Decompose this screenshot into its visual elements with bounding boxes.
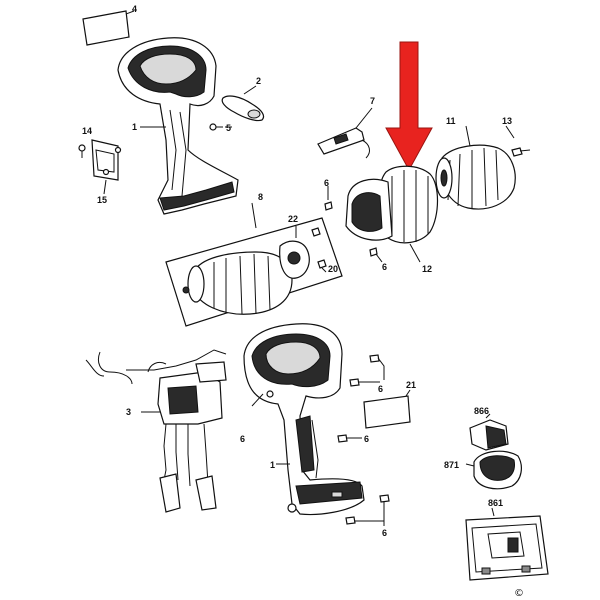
label-14: 14	[82, 126, 92, 136]
label-4: 4	[132, 4, 137, 14]
label-861: 861	[488, 498, 503, 508]
part-866-battery	[469, 413, 509, 451]
part-2-switch-button	[221, 85, 265, 122]
label-6-e: 6	[364, 434, 369, 444]
label-11: 11	[446, 116, 456, 126]
copyright-mark: ©	[514, 588, 524, 599]
label-6-d: 6	[378, 384, 383, 394]
part-5-screw	[209, 123, 232, 131]
label-8: 8	[258, 192, 263, 202]
part-7-bracket	[317, 107, 373, 159]
part-11-chuck	[435, 125, 516, 210]
label-2: 2	[256, 76, 261, 86]
part-13-chuck-screw	[505, 125, 531, 157]
label-871: 871	[444, 460, 459, 470]
label-3: 3	[126, 407, 131, 417]
label-20: 20	[328, 264, 338, 274]
label-866: 866	[474, 406, 489, 416]
label-6-c: 6	[240, 434, 245, 444]
part-1-housing-half-top	[117, 37, 239, 215]
highlight-arrow	[385, 41, 433, 172]
part-21-label-card	[363, 389, 411, 429]
label-22: 22	[288, 214, 298, 224]
label-6-a: 6	[324, 178, 329, 188]
label-21: 21	[406, 380, 416, 390]
label-6-f: 6	[382, 528, 387, 538]
part-6-screws-housing	[337, 354, 390, 526]
label-5: 5	[226, 123, 231, 133]
part-4-label-card	[82, 10, 135, 46]
label-7: 7	[370, 96, 375, 106]
label-6-b: 6	[382, 262, 387, 272]
label-1-bottom: 1	[270, 460, 275, 470]
part-861-case	[465, 507, 549, 581]
part-12-gearbox	[345, 165, 439, 263]
label-1-top: 1	[132, 122, 137, 132]
label-15: 15	[97, 195, 107, 205]
label-13: 13	[502, 116, 512, 126]
label-12: 12	[422, 264, 432, 274]
part-3-switch-and-wires	[85, 349, 227, 513]
part-number-labels: 4 2 1 5 14 15 7 11 13 8 22 20 6 6 12 3 6…	[82, 4, 512, 538]
part-871-charger	[465, 450, 522, 490]
part-6-screws-gearbox	[324, 186, 383, 263]
part-8-motor-assembly	[165, 202, 343, 327]
part-1-housing-bottom	[243, 323, 365, 516]
part-14-15-belt-clip	[78, 139, 122, 195]
